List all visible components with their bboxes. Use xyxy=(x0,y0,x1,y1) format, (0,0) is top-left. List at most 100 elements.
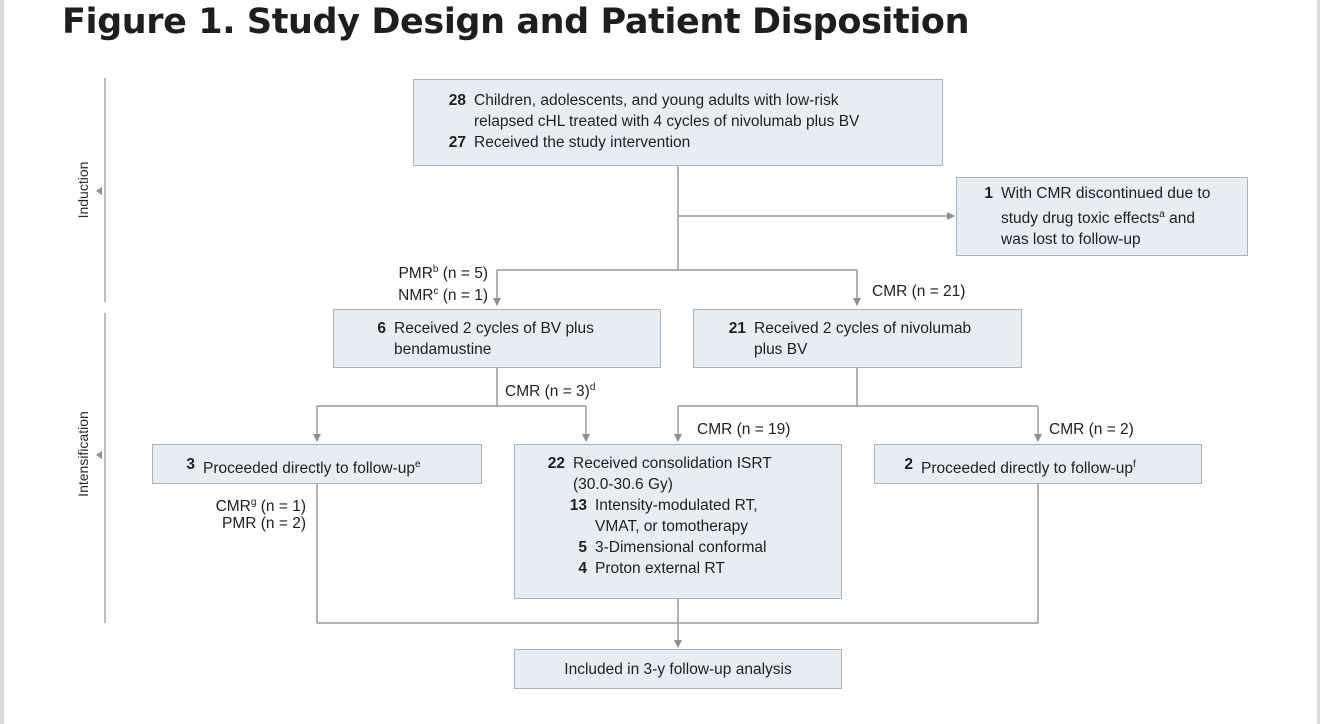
discontinued-row: 1 With CMR discontinued due to xyxy=(971,183,1247,204)
description: 3-Dimensional conformal xyxy=(595,539,767,556)
label-text: CMR (n = 3) xyxy=(505,383,590,401)
left-border xyxy=(0,0,4,724)
count: 27 xyxy=(448,134,466,151)
count: 21 xyxy=(728,320,746,337)
consolidation-box: 22 Received consolidation ISRT (30.0-30.6… xyxy=(514,444,842,599)
enrolled-row: relapsed cHL treated with 4 cycles of ni… xyxy=(434,111,942,132)
description-text: study drug toxic effects xyxy=(1001,210,1160,228)
description: With CMR discontinued due to xyxy=(1001,185,1211,202)
nivolumab-bv-box: 21 Received 2 cycles of nivolumab plus BV xyxy=(693,309,1022,368)
nivolumab-bv-row: plus BV xyxy=(714,339,1021,360)
description: Received 2 cycles of BV plus xyxy=(394,320,594,337)
label-text: PMR xyxy=(398,265,433,283)
description: Included in 3-y follow-up analysis xyxy=(564,661,792,678)
nmr-label: NMRc (n = 1) xyxy=(360,281,488,306)
enrolled-row: 27 Received the study intervention xyxy=(434,132,942,153)
consolidation-row: (30.0-30.6 Gy) xyxy=(535,474,841,495)
label-count: (n = 5) xyxy=(438,265,488,283)
pmr-2-label: PMR (n = 2) xyxy=(190,513,306,534)
footnote-marker: e xyxy=(414,459,421,470)
consolidation-row: VMAT, or tomotherapy xyxy=(535,516,841,537)
count xyxy=(434,111,474,132)
consolidation-row: 4 Proton external RT xyxy=(535,558,841,579)
consolidation-row: 22 Received consolidation ISRT xyxy=(535,453,841,474)
intensification-phase-bar xyxy=(104,313,106,623)
discontinued-row: was lost to follow-up xyxy=(971,229,1247,250)
cmr-3-label: CMR (n = 3)d xyxy=(505,377,595,402)
nivolumab-bv-row: 21 Received 2 cycles of nivolumab xyxy=(714,318,1021,339)
bv-bendamustine-row: 6 Received 2 cycles of BV plus xyxy=(362,318,660,339)
cmr-19-label: CMR (n = 19) xyxy=(697,419,790,440)
followup-right-box: 2 Proceeded directly to follow-upf xyxy=(874,444,1202,484)
count: 5 xyxy=(578,539,587,556)
induction-phase-bar xyxy=(104,78,106,302)
count: 4 xyxy=(578,560,587,577)
footnote-marker: b xyxy=(432,264,439,275)
consolidation-row: 5 3-Dimensional conformal xyxy=(535,537,841,558)
label-count: (n = 1) xyxy=(438,287,488,305)
count xyxy=(971,204,1001,229)
description: Proceeded directly to follow-upe xyxy=(203,454,421,479)
bv-bendamustine-box: 6 Received 2 cycles of BV plus bendamusti… xyxy=(333,309,661,368)
label-text: PMR (n = 2) xyxy=(222,515,306,532)
count: 6 xyxy=(377,320,386,337)
count: 1 xyxy=(984,185,993,202)
intensification-arrow-icon xyxy=(96,451,102,459)
description: (30.0-30.6 Gy) xyxy=(573,476,673,493)
right-border xyxy=(1317,0,1320,724)
label-text: CMR (n = 19) xyxy=(697,421,791,438)
description: Received 2 cycles of nivolumab xyxy=(754,320,972,337)
cmr-21-label: CMR (n = 21) xyxy=(872,281,965,302)
cmr-g-label: CMRg (n = 1) xyxy=(190,492,306,517)
description: Proton external RT xyxy=(595,560,725,577)
count xyxy=(362,339,394,360)
description-text: Proceeded directly to follow-up xyxy=(921,460,1133,478)
description: was lost to follow-up xyxy=(1001,231,1141,249)
label-count: (n = 1) xyxy=(256,498,306,516)
description: Proceeded directly to follow-upf xyxy=(921,454,1136,479)
figure-title: Figure 1. Study Design and Patient Dispo… xyxy=(62,2,970,42)
count: 13 xyxy=(569,497,587,514)
induction-arrow-icon xyxy=(96,187,102,195)
footnote-marker: g xyxy=(250,497,257,508)
discontinued-row: study drug toxic effectsa and xyxy=(971,204,1247,229)
count: 3 xyxy=(186,456,195,473)
count xyxy=(971,229,1001,250)
footnote-marker: a xyxy=(1159,209,1165,220)
count xyxy=(714,339,754,360)
enrolled-row: 28 Children, adolescents, and young adult… xyxy=(434,90,942,111)
count xyxy=(535,474,573,495)
footnote-marker: c xyxy=(433,286,439,297)
pmr-label: PMRb (n = 5) xyxy=(360,259,488,284)
description: Children, adolescents, and young adults … xyxy=(474,92,839,109)
description-text: Proceeded directly to follow-up xyxy=(203,460,415,478)
bv-bendamustine-row: bendamustine xyxy=(362,339,660,360)
count xyxy=(535,516,595,537)
description: Received the study intervention xyxy=(474,134,691,151)
consolidation-row: 13 Intensity-modulated RT, xyxy=(535,495,841,516)
followup-right-row: 2 Proceeded directly to follow-upf xyxy=(897,454,1201,479)
count: 22 xyxy=(547,455,565,472)
discontinued-box: 1 With CMR discontinued due to study drug… xyxy=(956,177,1248,256)
description: Received consolidation ISRT xyxy=(573,455,772,472)
description: VMAT, or tomotherapy xyxy=(595,518,749,535)
description: Intensity-modulated RT, xyxy=(595,497,758,514)
footnote-marker: f xyxy=(1132,459,1136,470)
description: plus BV xyxy=(754,341,808,358)
label-text: CMR xyxy=(215,498,251,516)
followup-left-row: 3 Proceeded directly to follow-upe xyxy=(179,454,481,479)
final-analysis-box: Included in 3-y follow-up analysis xyxy=(514,649,842,689)
label-text: CMR (n = 21) xyxy=(872,283,966,300)
footnote-marker: d xyxy=(589,382,596,393)
description-tail: and xyxy=(1164,210,1195,228)
description: study drug toxic effectsa and xyxy=(1001,204,1195,229)
description: relapsed cHL treated with 4 cycles of ni… xyxy=(474,113,860,130)
followup-left-box: 3 Proceeded directly to follow-upe xyxy=(152,444,482,484)
enrolled-box: 28 Children, adolescents, and young adult… xyxy=(413,79,943,166)
label-text: CMR (n = 2) xyxy=(1049,421,1134,438)
count: 28 xyxy=(448,92,466,109)
label-text: NMR xyxy=(398,287,434,305)
count: 2 xyxy=(904,456,913,473)
cmr-2-label: CMR (n = 2) xyxy=(1049,419,1134,440)
